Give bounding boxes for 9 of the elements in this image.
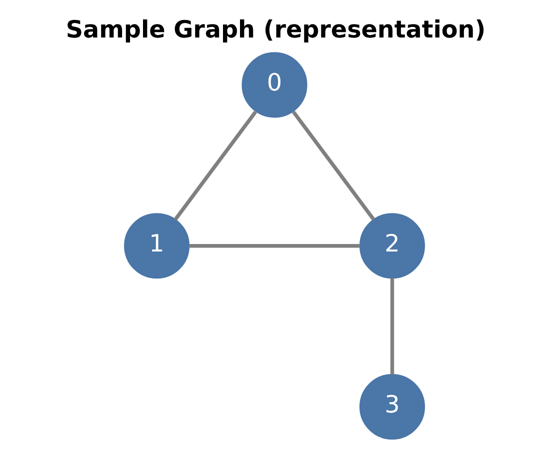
node-circle: 0 [242, 52, 308, 118]
connector [390, 278, 394, 375]
node-circle: 1 [124, 213, 190, 279]
diagram-title: Sample Graph (representation) [66, 16, 486, 44]
node-circle: 2 [359, 213, 425, 279]
node-circle: 3 [359, 374, 425, 440]
connector [188, 244, 360, 248]
connector [174, 110, 258, 221]
connector [292, 110, 376, 221]
